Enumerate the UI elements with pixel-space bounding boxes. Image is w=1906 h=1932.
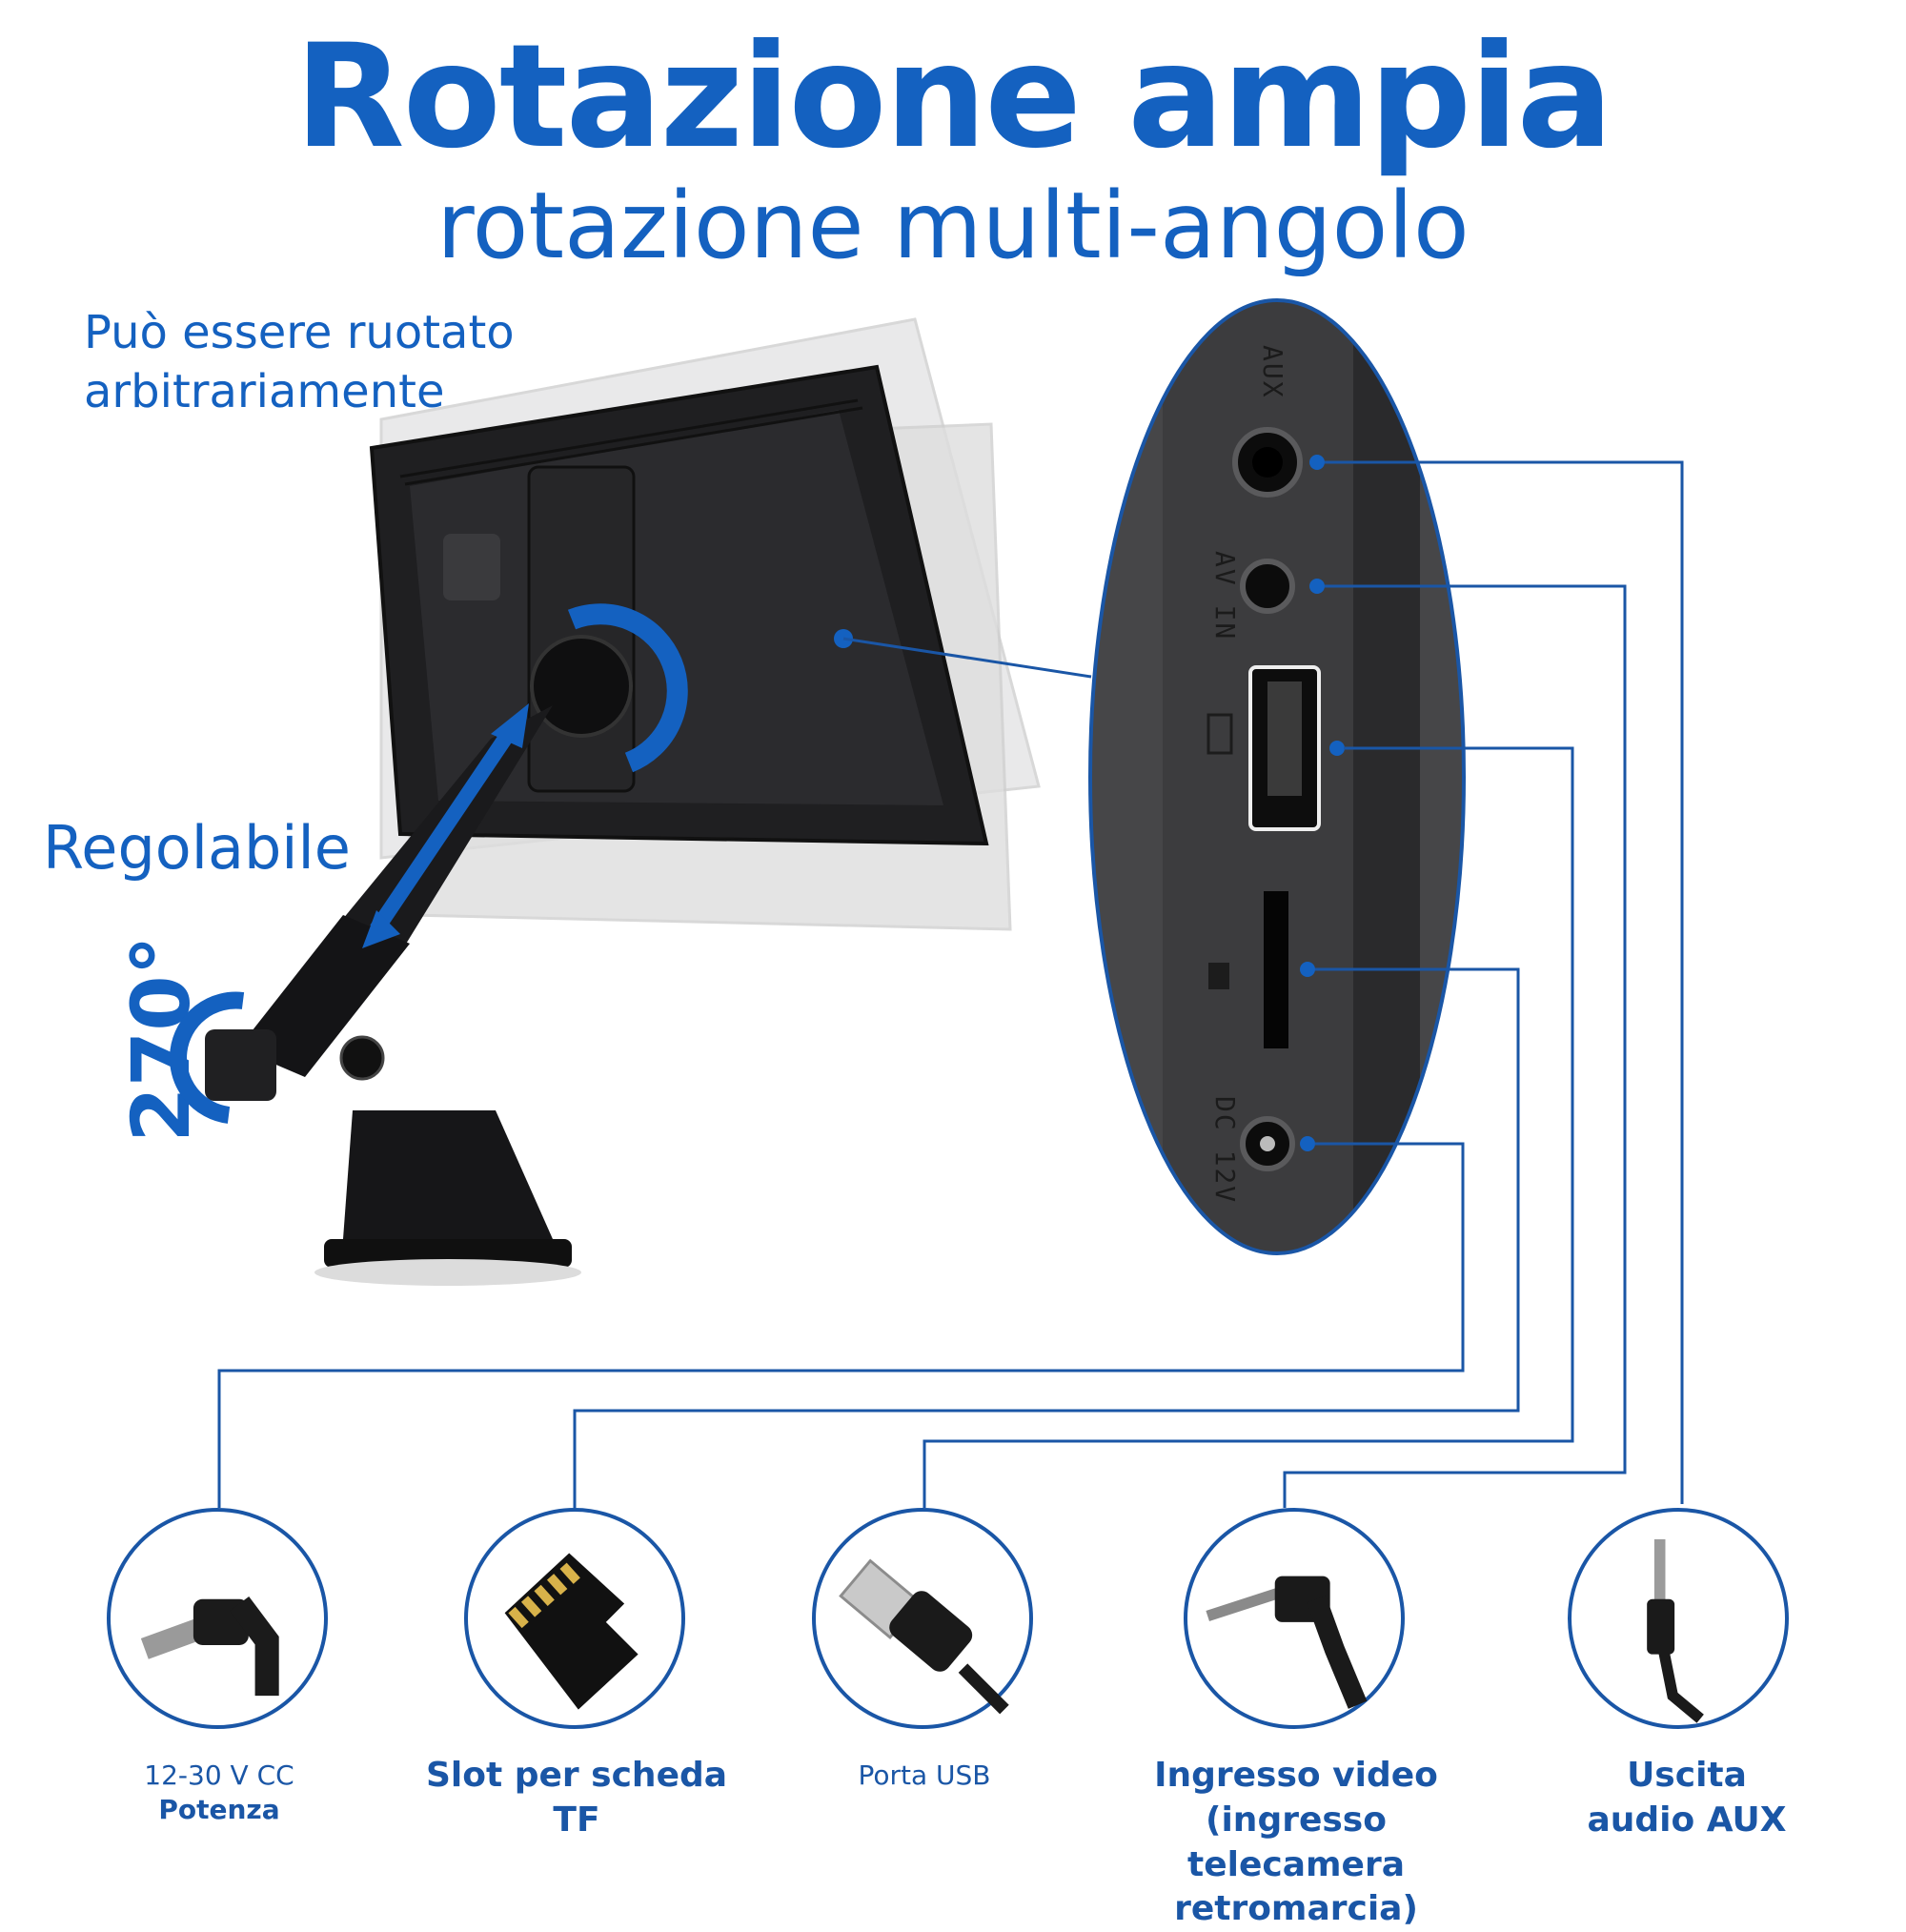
suction-cup	[314, 1259, 581, 1286]
vent-ridges	[399, 398, 863, 486]
usb-plug-icon	[812, 1508, 1033, 1729]
av-in-port	[1240, 559, 1295, 614]
base-knob	[205, 1029, 276, 1101]
line-usb	[923, 746, 1574, 1508]
av-jack-icon	[1184, 1508, 1405, 1729]
slide-arrow	[370, 720, 521, 934]
mount-arm-lower	[238, 915, 410, 1077]
tf-small-icon	[1208, 963, 1229, 989]
page-subtitle: rotazione multi-angolo	[436, 173, 1470, 279]
tf-card-icon	[464, 1508, 685, 1729]
arm-bolt	[339, 1035, 385, 1081]
line-av	[1283, 584, 1627, 1508]
dc-plug-icon	[107, 1508, 328, 1729]
ball-joint	[530, 635, 633, 738]
usb-small-icon	[1206, 713, 1233, 755]
line-dc	[217, 1142, 1465, 1508]
aux-jack-icon	[1568, 1508, 1789, 1729]
knob-rotate-arrow	[170, 991, 245, 1124]
tf-slot-port	[1264, 891, 1288, 1048]
ball-rotate-arrow	[567, 603, 688, 773]
rotate-note: Può essere ruotato arbitrariamente	[84, 306, 515, 419]
suction-base	[343, 1110, 553, 1239]
line-tf	[573, 967, 1520, 1508]
line-aux	[1325, 460, 1684, 1504]
page-title: Rotazione ampia	[294, 14, 1613, 180]
port-label-usb: Porta USB	[858, 1759, 991, 1791]
side-panel-zoom	[1088, 298, 1466, 1255]
adjust-note: Regolabile	[43, 813, 351, 883]
speaker-grille	[443, 534, 500, 600]
